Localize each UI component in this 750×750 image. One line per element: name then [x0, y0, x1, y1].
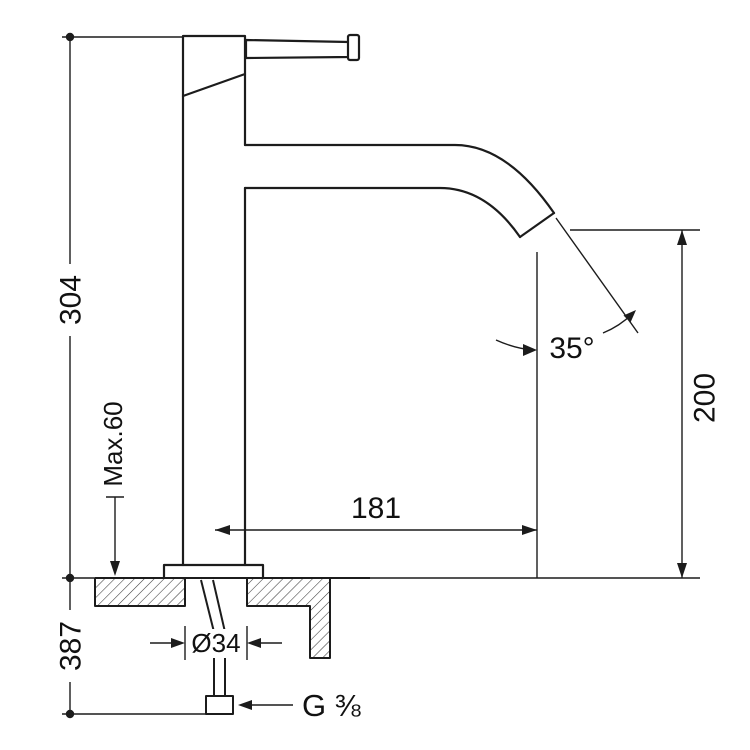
countertop-section [62, 577, 700, 659]
angle-35-arrow-left [523, 344, 537, 356]
dim-387-label: 387 [55, 621, 88, 671]
dim-dot-top [65, 32, 75, 42]
dim-304-label: 304 [55, 275, 88, 325]
dim-200-arrow-top [677, 230, 687, 245]
dim-diameter-arrow-left [171, 638, 185, 648]
dim-304-label-bg [54, 264, 86, 336]
dim-181-arrow-left [215, 525, 230, 535]
spout-axis-line [555, 217, 639, 334]
max60-dimension-group: Max.60 [98, 401, 128, 576]
countertop-hatch-right [247, 578, 330, 658]
angle-35-arrow-right [623, 310, 636, 323]
dim-200-label: 200 [689, 373, 722, 423]
dim-diameter-label-bg [189, 629, 243, 657]
faucet-outline [162, 33, 556, 715]
dim-304-label-group: 304 [54, 264, 88, 336]
dim-max60-arrow [110, 561, 120, 576]
base-plate [162, 563, 265, 580]
dim-dot-middle [65, 573, 75, 583]
thread-label: G ⅜ [302, 688, 361, 723]
countertop-left-section [94, 578, 186, 607]
supply-hose-upper [200, 579, 226, 633]
dim-max60-label-group: Max.60 [98, 401, 128, 486]
hose-connector [205, 695, 234, 715]
dim-diameter-label: Ø34 [191, 628, 240, 658]
dim-diameter-group: Ø34 [150, 626, 282, 660]
angle-35-label: 35° [549, 332, 594, 365]
dim-max60-label: Max.60 [98, 401, 128, 486]
angle-35-group: 35° [495, 217, 639, 365]
dim-dot-bottom [65, 709, 75, 719]
handle-lever [244, 38, 351, 60]
supply-hose-lower [213, 658, 226, 696]
dim-200-group: 200 [570, 229, 722, 578]
lever-end-cap [346, 33, 361, 62]
spout-top-edge [243, 143, 556, 215]
dim-200-label-group: 200 [689, 373, 722, 423]
faucet-cartridge [181, 34, 247, 98]
countertop-hatch-left [95, 578, 185, 606]
dim-181-label: 181 [351, 492, 401, 525]
dim-200-arrow-bottom [677, 563, 687, 578]
dim-diameter-arrow-right [247, 638, 261, 648]
thread-arrow [238, 700, 252, 710]
spout-tip [518, 211, 556, 239]
countertop-right-section [246, 578, 331, 659]
spout-bottom-edge [243, 186, 522, 239]
dim-181-arrow-right [522, 525, 537, 535]
thread-callout-group: G ⅜ [238, 688, 361, 723]
left-dimension-group: 304 387 [54, 32, 206, 719]
dim-387-label-group: 387 [54, 610, 88, 682]
dim-387-label-bg [54, 610, 86, 682]
dim-181-group: 181 [215, 252, 538, 578]
